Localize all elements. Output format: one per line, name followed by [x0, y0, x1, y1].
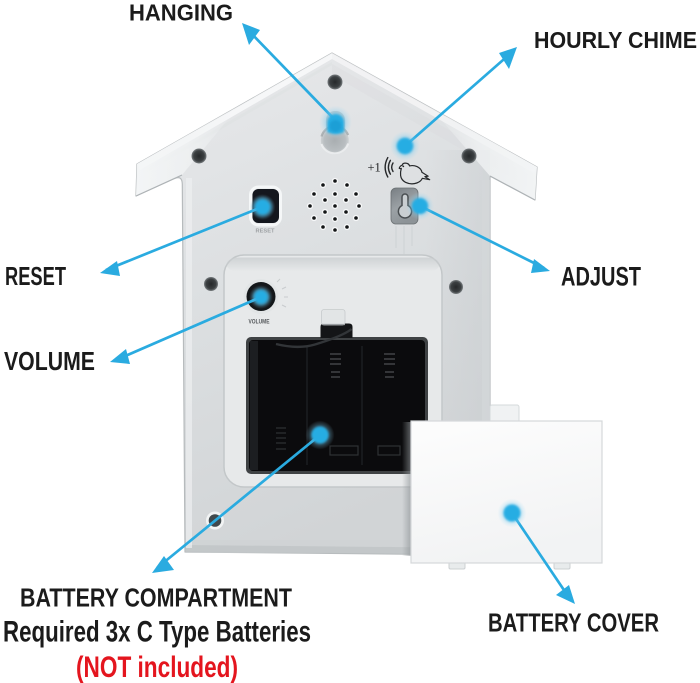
- svg-text:BATTERY COVER: BATTERY COVER: [488, 608, 659, 638]
- svg-text:RESET: RESET: [5, 261, 66, 291]
- svg-text:+1: +1: [368, 161, 381, 175]
- svg-text:VOLUME: VOLUME: [249, 320, 270, 326]
- svg-text:RESET: RESET: [256, 229, 276, 235]
- svg-text:VOLUME: VOLUME: [4, 346, 95, 376]
- svg-text:ADJUST: ADJUST: [561, 262, 641, 292]
- svg-text:HOURLY CHIME: HOURLY CHIME: [534, 27, 697, 53]
- svg-text:Required 3x C Type Batteries: Required 3x C Type Batteries: [3, 616, 311, 649]
- svg-text:(NOT included): (NOT included): [76, 651, 238, 683]
- svg-text:HANGING: HANGING: [129, 0, 233, 26]
- svg-text:BATTERY COMPARTMENT: BATTERY COMPARTMENT: [20, 583, 292, 613]
